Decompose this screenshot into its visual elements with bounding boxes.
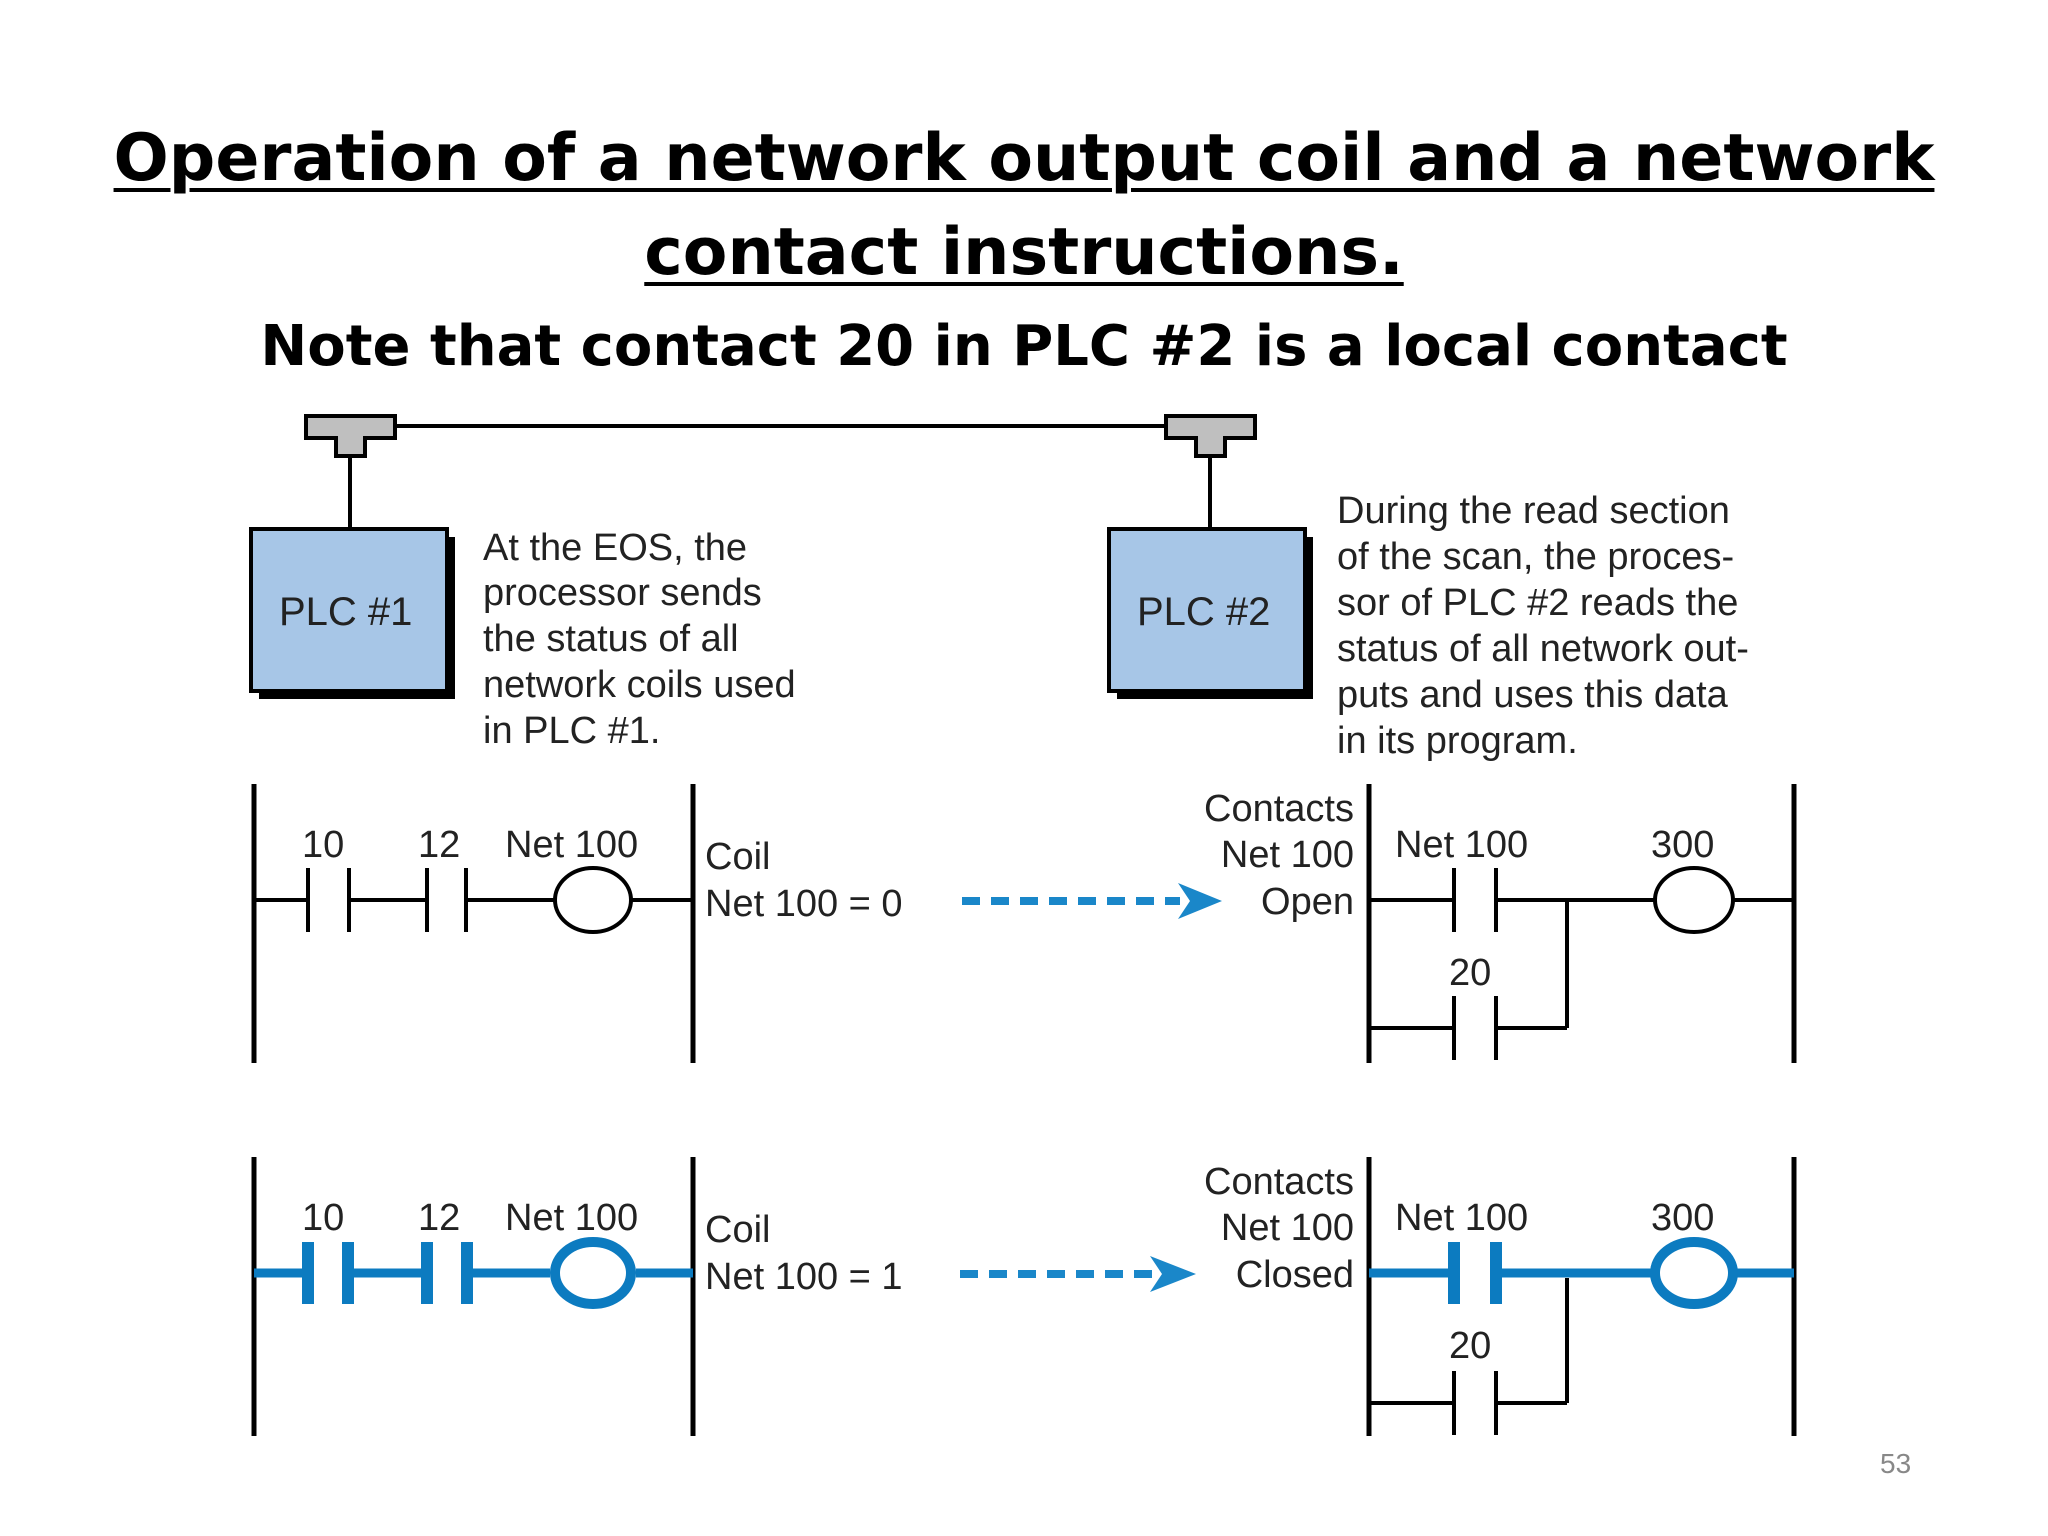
plc2-box: PLC #2 <box>1107 527 1313 699</box>
arrowhead-open <box>1178 883 1222 919</box>
page-number: 53 <box>1880 1448 1912 1479</box>
page-title-text: Operation of a network output coil and a… <box>113 121 1935 290</box>
plc1-desc-line: At the EOS, the <box>483 527 747 569</box>
coil-net100-closed <box>550 1237 636 1309</box>
plc2-description: During the read section of the scan, the… <box>1337 490 1749 762</box>
contact-20-open <box>1452 996 1498 1060</box>
contacts-state: Closed <box>1236 1254 1354 1296</box>
contact-12-closed <box>421 1242 473 1304</box>
coil-net100-open <box>553 866 633 934</box>
plc1-desc-line: network coils used <box>483 664 796 706</box>
contacts-net: Net 100 <box>1221 834 1354 876</box>
rung-open: 10 12 Net 100 Coil Net 100 = 0 Contacts … <box>251 784 1797 1063</box>
net-contact-label: Net 100 <box>1395 1197 1528 1239</box>
contact-10-label: 10 <box>302 1197 344 1239</box>
plc2-desc-line: status of all network out- <box>1337 628 1749 670</box>
plc1-desc-line: in PLC #1. <box>483 710 660 752</box>
arrowhead-closed <box>1150 1256 1196 1292</box>
output-300-coil-open <box>1653 866 1735 934</box>
coil-text: Coil <box>705 836 770 878</box>
coil-net100-label: Net 100 <box>505 1197 638 1239</box>
contact-net100-closed <box>1448 1242 1502 1304</box>
coil-status: Net 100 = 1 <box>705 1256 903 1298</box>
contact-12-open <box>425 868 468 932</box>
plc2-desc-line: of the scan, the proces- <box>1337 536 1734 578</box>
contact-12-label: 12 <box>418 1197 460 1239</box>
network-tap-2 <box>1164 414 1257 458</box>
plc2-label: PLC #2 <box>1137 590 1270 634</box>
contacts-net: Net 100 <box>1221 1207 1354 1249</box>
coil-text: Coil <box>705 1209 770 1251</box>
contact-12-label: 12 <box>418 824 460 866</box>
local-contact-label: 20 <box>1449 952 1491 994</box>
plc1-box: PLC #1 <box>249 527 455 699</box>
coil-status: Net 100 = 0 <box>705 883 903 925</box>
plc1-desc-line: the status of all <box>483 618 739 660</box>
contact-20-closed <box>1452 1371 1498 1435</box>
plc1-label: PLC #1 <box>279 590 412 634</box>
plc2-desc-line: During the read section <box>1337 490 1730 532</box>
plc2-rung-wire-open <box>1369 898 1794 1030</box>
contacts-title: Contacts <box>1204 788 1354 830</box>
contact-net100-open <box>1452 868 1498 932</box>
network-cable <box>348 424 1212 530</box>
contacts-state: Open <box>1261 881 1354 923</box>
rung-closed: 10 12 Net 100 Coil Net 100 = 1 Contacts … <box>251 1157 1797 1436</box>
net-contact-label: Net 100 <box>1395 824 1528 866</box>
local-contact-label: 20 <box>1449 1325 1491 1367</box>
contact-10-open <box>306 868 351 932</box>
coil-net100-label: Net 100 <box>505 824 638 866</box>
plc2-desc-line: in its program. <box>1337 720 1578 762</box>
plc2-desc-line: sor of PLC #2 reads the <box>1337 582 1738 624</box>
output-300-coil-closed <box>1650 1237 1738 1309</box>
contacts-title: Contacts <box>1204 1161 1354 1203</box>
contact-10-label: 10 <box>302 824 344 866</box>
page-subtitle: Note that contact 20 in PLC #2 is a loca… <box>260 314 1788 379</box>
plc1-description: At the EOS, the processor sends the stat… <box>483 527 796 752</box>
plc2-desc-line: puts and uses this data <box>1337 674 1729 716</box>
network-tap-1 <box>304 414 397 458</box>
plc2-branch-wire <box>1369 1278 1569 1405</box>
output-label: 300 <box>1651 1197 1714 1239</box>
plc1-desc-line: processor sends <box>483 572 762 614</box>
page-title: Operation of a network output coil and a… <box>0 112 2048 300</box>
contact-10-closed <box>302 1242 354 1304</box>
output-label: 300 <box>1651 824 1714 866</box>
